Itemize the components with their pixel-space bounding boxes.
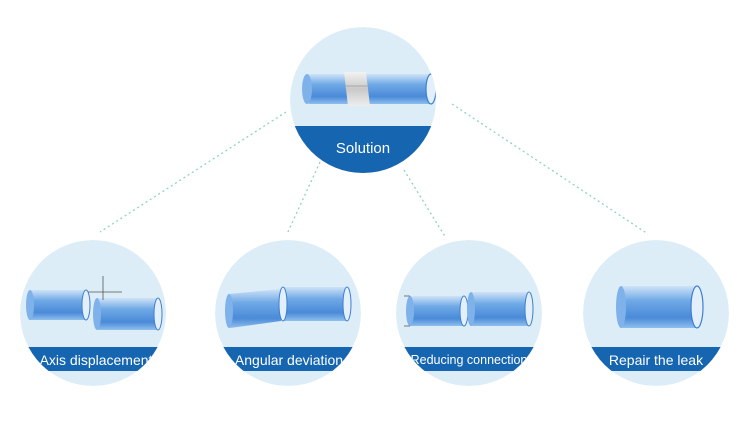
node-axis-displacement: ① Axis displacement: [20, 240, 166, 386]
single-pipe-icon: [616, 285, 704, 329]
node-solution-label: Solution: [336, 140, 390, 157]
wrapped-pipe-icon: [302, 72, 436, 106]
connector-root-to-repair: [451, 103, 649, 235]
connector-lines: [99, 103, 649, 239]
node-repair-the-leak: ④ Repair the leak: [583, 240, 729, 386]
node-solution: Solution: [290, 27, 436, 173]
node-reducing-connection: ③ Reducing connection: [396, 240, 542, 386]
node-angular-deviation-label: Angular deviation: [235, 352, 343, 368]
connector-root-to-axis: [99, 111, 287, 233]
connector-root-to-angular: [286, 161, 321, 235]
offset-pipes-icon: [26, 276, 163, 331]
node-axis-displacement-label: Axis displacement: [40, 352, 153, 368]
node-angular-deviation: ② Angular deviation: [215, 240, 361, 386]
connector-root-to-reducing: [403, 169, 447, 239]
node-reducing-connection-label: Reducing connection: [411, 353, 528, 367]
node-repair-the-leak-label: Repair the leak: [609, 352, 704, 368]
reducer-pipes-icon: [404, 291, 534, 327]
angled-pipes-icon: [225, 286, 352, 328]
